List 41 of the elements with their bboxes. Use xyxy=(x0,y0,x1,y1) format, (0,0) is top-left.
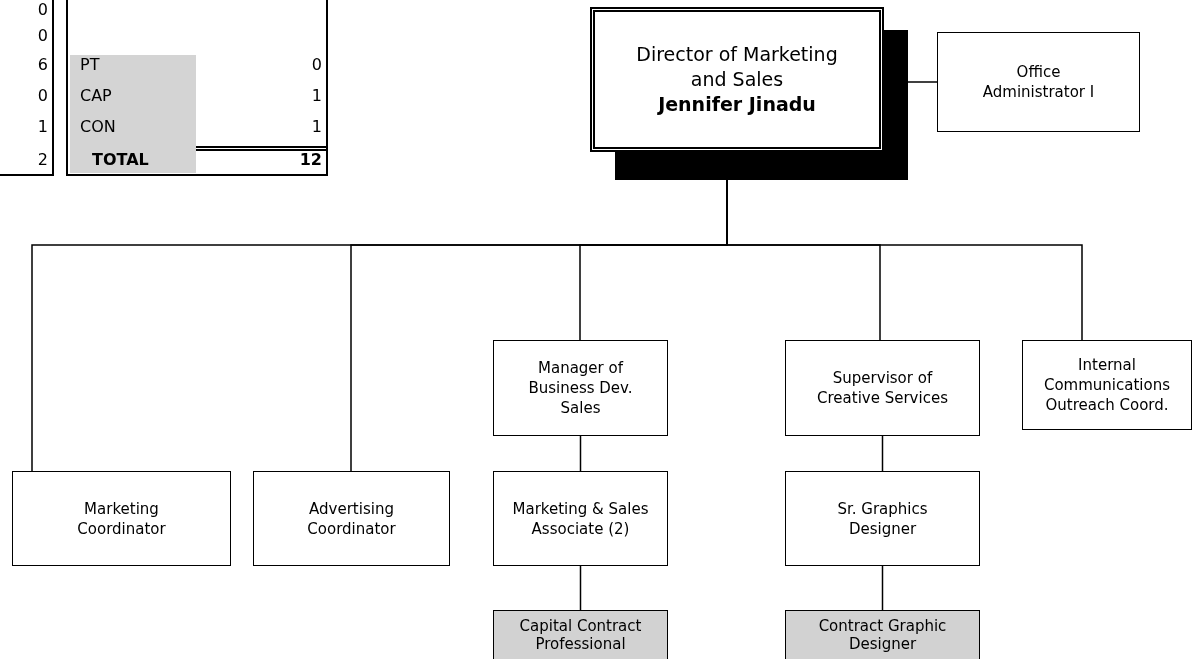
position-title: Supervisor of Creative Services xyxy=(816,368,949,408)
position-title: Director of Marketing and Sales xyxy=(635,42,839,92)
position-box xyxy=(785,471,980,566)
position-box xyxy=(493,610,668,659)
table-cell: PT xyxy=(80,55,100,75)
table-cell: 12 xyxy=(299,150,322,170)
position-title: Internal Communications Outreach Coord. xyxy=(1042,355,1171,415)
position-title: Office Administrator I xyxy=(981,62,1096,102)
position-title: Sr. Graphics Designer xyxy=(836,498,929,539)
position-box xyxy=(785,340,980,436)
position-title: Marketing Coordinator xyxy=(76,498,167,539)
position-box xyxy=(493,471,668,566)
position-title: Contract Graphic Designer xyxy=(817,617,948,653)
position-title: Manager of Business Dev. Sales xyxy=(527,358,634,418)
person-name: Jennifer Jinadu xyxy=(658,92,816,117)
connector-line xyxy=(579,435,582,472)
connector-line xyxy=(881,565,884,611)
table-cell: 1 xyxy=(37,117,48,137)
position-box xyxy=(590,7,884,152)
connector-line xyxy=(579,565,582,611)
table-cell: 2 xyxy=(37,150,48,170)
position-title: Capital Contract Professional xyxy=(518,617,643,653)
table-cell: 0 xyxy=(37,86,48,106)
table-cell: CON xyxy=(80,117,116,137)
position-title: Marketing & Sales Associate (2) xyxy=(511,498,650,539)
table-cell: TOTAL xyxy=(92,150,149,170)
position-title: Advertising Coordinator xyxy=(306,498,397,539)
table-cell: 0 xyxy=(311,55,322,75)
position-box xyxy=(12,471,231,566)
table-cell: 1 xyxy=(311,86,322,106)
table-cell: CAP xyxy=(80,86,112,106)
table-cell: 1 xyxy=(311,117,322,137)
table-cell: 0 xyxy=(37,0,48,20)
position-box xyxy=(937,32,1140,132)
position-box xyxy=(785,610,980,659)
position-box xyxy=(1022,340,1192,430)
position-box xyxy=(253,471,450,566)
position-box xyxy=(493,340,668,436)
table-cell: 0 xyxy=(37,26,48,46)
table-cell: 6 xyxy=(37,55,48,75)
connector-line xyxy=(881,435,884,472)
